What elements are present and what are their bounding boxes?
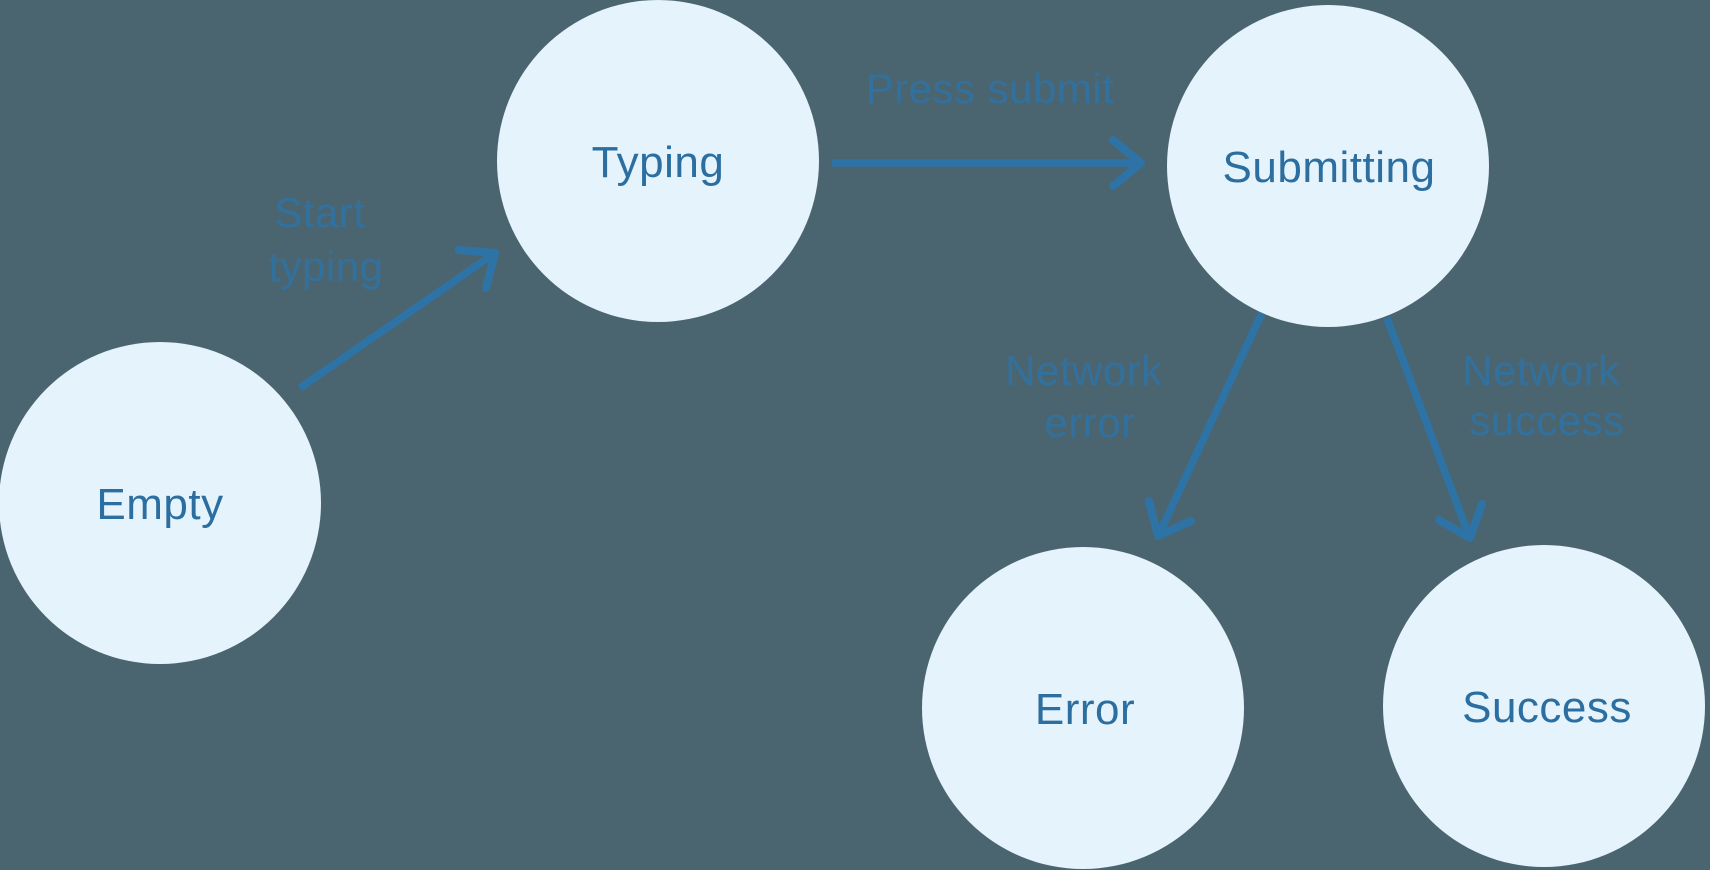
edge-label-line: Network	[1462, 347, 1620, 394]
edge-label-network-error: Network error	[1005, 347, 1175, 446]
edge-label-line: Start	[274, 189, 365, 236]
edge-label-line: Network	[1005, 347, 1163, 394]
state-node-typing	[497, 0, 819, 322]
edge-submitting-error-line	[1157, 311, 1266, 532]
arrowhead-icon	[1109, 136, 1145, 190]
state-label-empty: Empty	[96, 480, 223, 529]
edge-label-start-typing: Start typing	[268, 189, 383, 290]
state-label-submitting: Submitting	[1223, 143, 1436, 192]
state-label-typing: Typing	[592, 138, 725, 187]
edge-empty-typing-line	[297, 251, 495, 392]
state-node-submitting	[1167, 5, 1489, 327]
edge-label-network-success: Network success	[1462, 347, 1632, 444]
state-label-error: Error	[1035, 685, 1135, 734]
state-node-empty	[0, 342, 321, 664]
edge-label-press-submit: Press submit	[866, 65, 1115, 112]
edge-submitting-success-line	[1383, 316, 1472, 535]
arrowhead-icon	[455, 246, 499, 292]
state-node-error	[922, 547, 1244, 869]
state-label-success: Success	[1462, 683, 1632, 732]
edge-label-line: success	[1469, 397, 1624, 444]
arrowhead-icon	[1435, 500, 1486, 542]
edge-label-line: typing	[268, 243, 383, 290]
arrowhead-icon	[1145, 497, 1195, 540]
edge-label-line: error	[1044, 399, 1135, 446]
state-node-success	[1383, 545, 1705, 867]
